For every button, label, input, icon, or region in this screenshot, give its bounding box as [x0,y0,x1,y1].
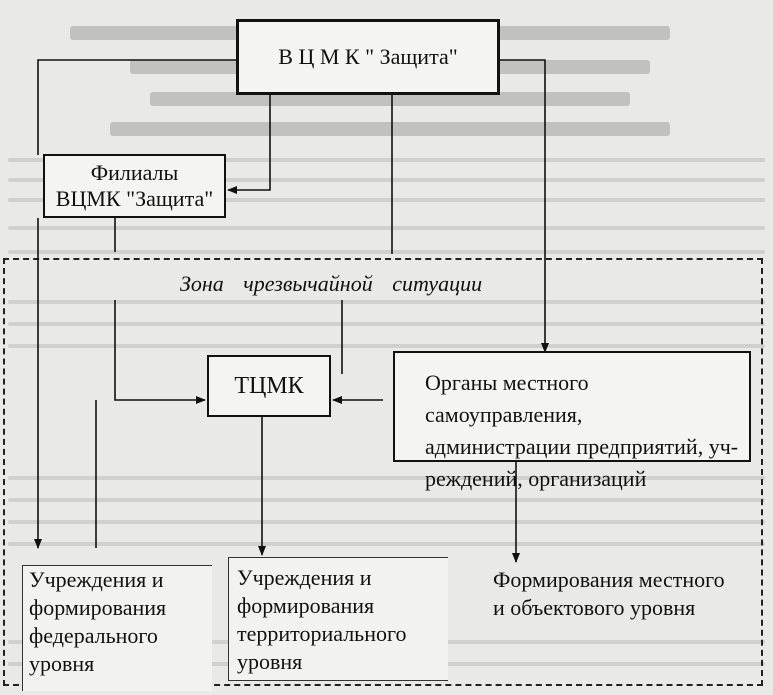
emergency-zone-boundary [3,258,763,686]
filialy-label-line2: ВЦМК "Защита" [55,186,214,211]
org-label-line3: реждений, организаций [425,466,647,491]
ter-line3: территориального [237,621,407,646]
ter-line4: уровня [237,649,303,674]
org-label-line2: администрации предприятий, уч- [425,434,739,459]
federal-level-block: Учреждения и формирования федерального у… [22,565,212,691]
tcmk-label: ТЦМК [234,373,304,399]
ter-line1: Учреждения и [237,565,372,590]
fed-line3: федерального [29,623,158,648]
vcmk-zashchita-label: В Ц М К " Защита" [278,44,458,69]
tcmk-box: ТЦМК [207,355,331,417]
loc-line2: и объектового уровня [493,595,696,620]
top-to-filialy [227,95,271,194]
right-trunk-line [500,59,549,353]
vcmk-zashchita-box: В Ц М К " Защита" [236,19,500,95]
filialy-box: Филиалы ВЦМК "Защита" [43,154,226,218]
ter-line2: формирования [237,593,375,618]
filialy-to-tcmk-lower [114,300,206,404]
zone-label: Зона чрезвычайной ситуации [176,271,487,297]
territorial-level-block: Учреждения и формирования территориально… [228,557,448,681]
filialy-label-line1: Филиалы [90,160,179,185]
local-level-block: Формирования местного и объектового уров… [493,566,753,622]
fed-line2: формирования [29,595,167,620]
local-authorities-box: Органы местного самоуправления, админист… [393,351,751,491]
fed-line4: уровня [29,651,95,676]
left-trunk-line [37,59,236,155]
fed-line1: Учреждения и [29,567,164,592]
loc-line1: Формирования местного [493,567,725,592]
org-label-line1: Органы местного самоуправления, [425,370,589,427]
